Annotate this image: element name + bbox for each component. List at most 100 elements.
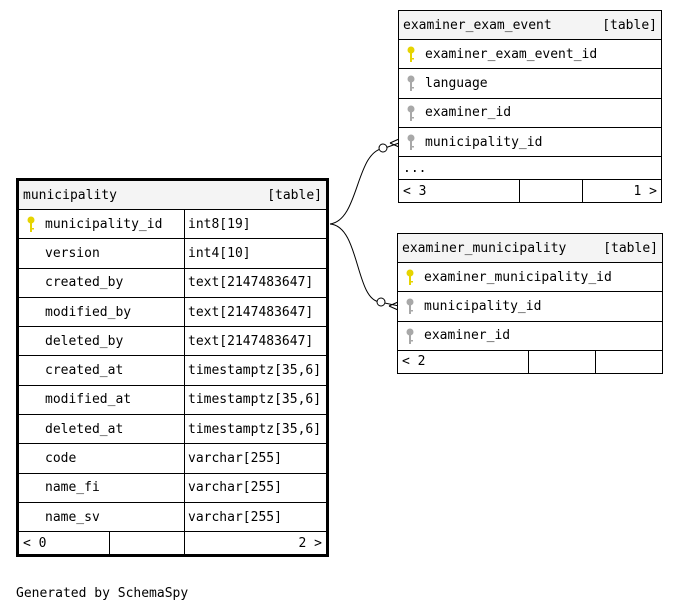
column-type: varchar[255]	[184, 502, 326, 532]
column-name-text: municipality_id	[424, 298, 542, 314]
column-row[interactable]: municipality_id	[398, 292, 662, 322]
table-kind: [table]	[603, 240, 658, 256]
column-name-text: deleted_at	[45, 421, 124, 437]
column-name-text: created_at	[45, 363, 124, 379]
column-name: deleted_at	[19, 415, 184, 443]
column-row[interactable]: municipality_id int8[19]	[19, 210, 326, 240]
column-name-text: examiner_municipality_id	[424, 269, 612, 285]
column-row[interactable]: created_by text[2147483647]	[19, 268, 326, 298]
column-row[interactable]: modified_by text[2147483647]	[19, 297, 326, 328]
parents-count: 1 >	[582, 180, 661, 203]
relationship-cardinality-circle	[376, 297, 386, 307]
column-name: modified_at	[19, 386, 184, 414]
column-name-text: municipality_id	[425, 134, 543, 150]
primary-key-icon	[406, 269, 414, 285]
examiner-municipality-table[interactable]: examiner_municipality [table] examiner_m…	[397, 233, 663, 374]
column-name: municipality_id	[398, 292, 662, 320]
column-name: examiner_municipality_id	[398, 263, 662, 291]
column-name: examiner_id	[399, 99, 661, 127]
column-row[interactable]: deleted_at timestamptz[35,6]	[19, 415, 326, 445]
table-header: examiner_exam_event [table]	[399, 11, 661, 40]
municipality-table[interactable]: municipality [table] municipality_id int8…	[16, 178, 329, 558]
relationship-crowfoot	[388, 301, 399, 311]
table-footer: < 3 1 >	[399, 180, 661, 203]
table-name[interactable]: municipality	[23, 187, 117, 203]
column-name: name_sv	[19, 503, 184, 531]
foreign-key-icon	[406, 298, 414, 315]
column-type: timestamptz[35,6]	[184, 356, 326, 385]
column-name: examiner_id	[398, 322, 662, 350]
column-row[interactable]: created_at timestamptz[35,6]	[19, 356, 326, 386]
relationship-cardinality-circle	[378, 143, 388, 153]
column-name: municipality_id	[19, 210, 184, 238]
column-row[interactable]: language	[399, 69, 661, 99]
column-name: language	[399, 69, 661, 97]
footer-spacer	[519, 180, 582, 203]
table-kind: [table]	[267, 187, 322, 203]
table-footer: < 0 2 >	[19, 532, 326, 555]
column-row[interactable]: examiner_municipality_id	[398, 263, 662, 293]
table-header: examiner_municipality [table]	[398, 234, 662, 263]
relationship-crowfoot	[389, 138, 400, 148]
column-type: text[2147483647]	[184, 268, 326, 297]
column-name-text: created_by	[45, 275, 124, 291]
table-header: municipality [table]	[19, 181, 326, 210]
column-type: varchar[255]	[184, 444, 326, 473]
column-row[interactable]: examiner_exam_event_id	[399, 40, 661, 70]
primary-key-icon	[27, 216, 35, 232]
column-row[interactable]: name_sv varchar[255]	[19, 502, 326, 533]
foreign-key-icon	[406, 328, 414, 344]
column-type: int4[10]	[184, 239, 326, 268]
table-footer: < 2	[398, 350, 662, 373]
column-name-text: deleted_by	[45, 333, 124, 349]
column-name: code	[19, 444, 184, 472]
foreign-key-icon	[407, 75, 415, 92]
column-row[interactable]: examiner_id	[399, 99, 661, 128]
column-name: created_at	[19, 356, 184, 384]
column-row[interactable]: deleted_by text[2147483647]	[19, 327, 326, 357]
column-name: deleted_by	[19, 327, 184, 355]
examiner-exam-event-table[interactable]: examiner_exam_event [table] examiner_exa…	[398, 10, 662, 204]
column-name-text: name_sv	[45, 509, 100, 525]
column-name-text: version	[45, 245, 100, 261]
footer-spacer	[109, 532, 184, 555]
relationship-line-examiner-municipality	[329, 223, 400, 307]
column-name: examiner_exam_event_id	[399, 40, 661, 68]
column-type: int8[19]	[184, 210, 326, 239]
column-name-text: language	[425, 75, 488, 91]
table-name[interactable]: examiner_exam_event	[403, 17, 552, 33]
column-type: text[2147483647]	[184, 327, 326, 356]
parents-count: 2 >	[184, 532, 326, 555]
column-name-text: municipality_id	[45, 216, 163, 232]
column-name-text: examiner_id	[425, 105, 512, 121]
column-row[interactable]: version int4[10]	[19, 239, 326, 269]
column-type: timestamptz[35,6]	[184, 385, 326, 415]
children-count: < 0	[23, 535, 47, 551]
column-row[interactable]: modified_at timestamptz[35,6]	[19, 385, 326, 416]
column-type: text[2147483647]	[184, 297, 326, 327]
column-name-text: examiner_exam_event_id	[425, 46, 598, 62]
column-row[interactable]: municipality_id	[399, 128, 661, 158]
table-kind: [table]	[602, 17, 657, 33]
column-name-text: examiner_id	[424, 328, 511, 344]
more-columns: ...	[403, 160, 427, 176]
column-type: varchar[255]	[184, 473, 326, 502]
footer-spacer	[595, 350, 662, 373]
table-name[interactable]: examiner_municipality	[402, 240, 567, 256]
foreign-key-icon	[407, 105, 415, 121]
children-count: < 3	[403, 183, 427, 199]
column-name: version	[19, 239, 184, 267]
relationship-line-exam-event	[329, 142, 400, 225]
column-name-text: modified_by	[45, 304, 132, 320]
column-name: municipality_id	[399, 128, 661, 156]
column-name: modified_by	[19, 298, 184, 326]
column-row[interactable]: examiner_id	[398, 322, 662, 351]
column-name: created_by	[19, 269, 184, 297]
foreign-key-icon	[407, 134, 415, 150]
column-type: timestamptz[35,6]	[184, 415, 326, 444]
children-count: < 2	[402, 354, 426, 370]
column-name-text: modified_at	[45, 392, 132, 408]
